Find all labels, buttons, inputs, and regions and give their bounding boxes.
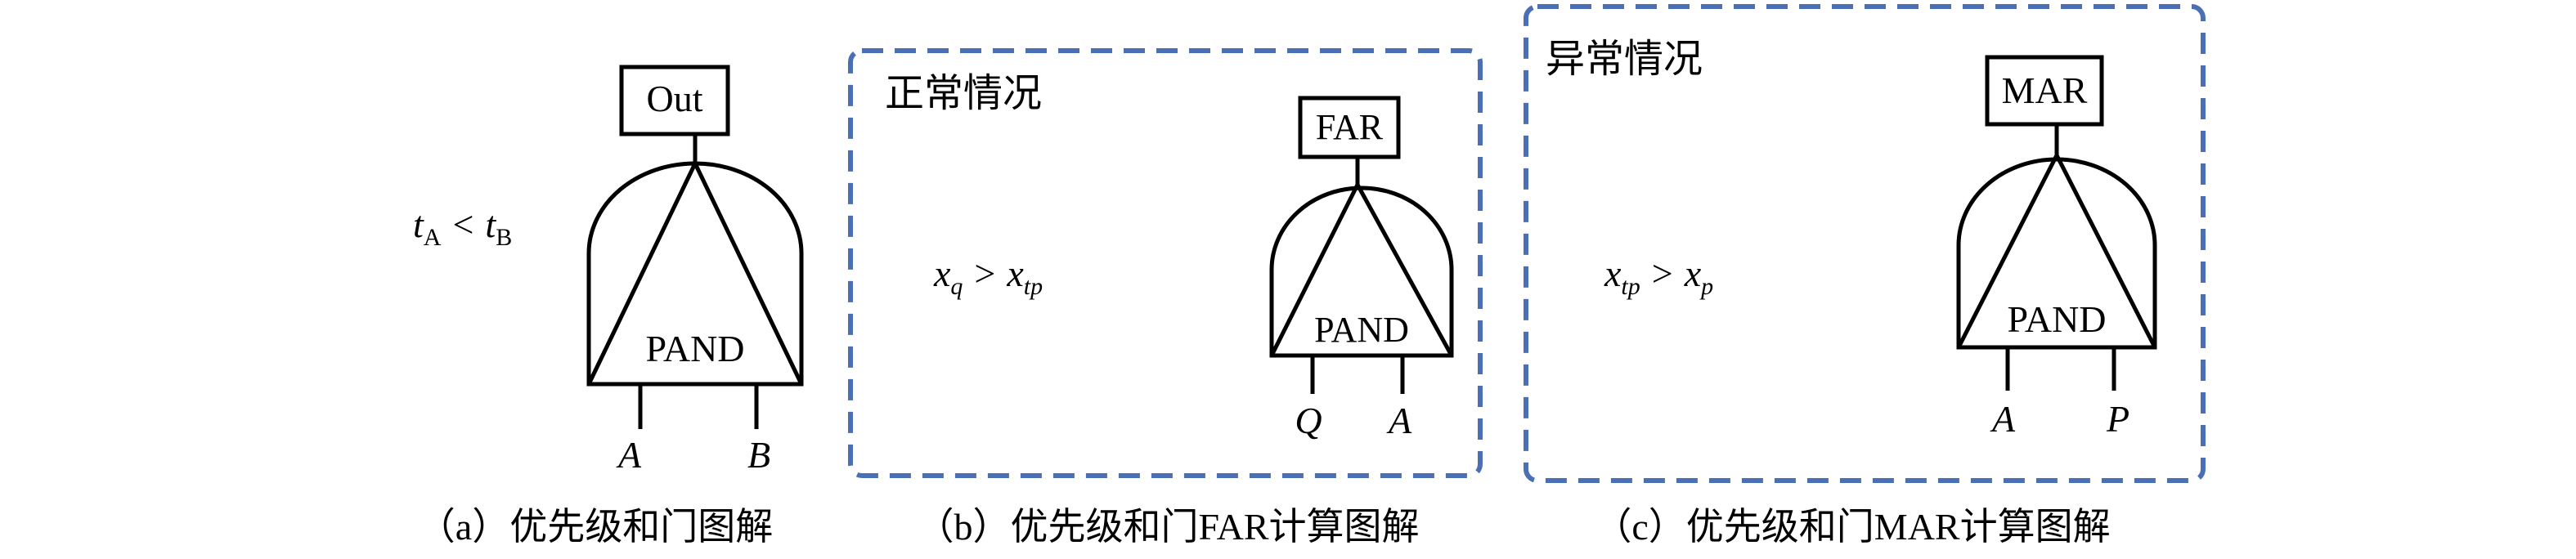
input-label-left: Q	[1295, 400, 1322, 441]
output-box-out	[619, 65, 730, 136]
output-label-far: FAR	[1316, 107, 1384, 147]
pand-gate-triangle	[586, 162, 804, 386]
output-label-out: Out	[647, 78, 703, 119]
panel-a: tA<tB Out PAND A B （a）优先级和门图解	[413, 65, 804, 548]
panel-c-condition: xtp>xp	[1604, 253, 1713, 300]
input-label-right: B	[747, 434, 770, 476]
gate-label-pand: PAND	[645, 328, 744, 369]
pand-gate-body	[586, 161, 804, 387]
output-label-mar: MAR	[2002, 69, 2088, 111]
panel-a-condition: tA<tB	[413, 203, 512, 251]
dashed-box-c	[1524, 4, 2206, 483]
box-title-b: 正常情况	[885, 72, 1042, 115]
output-box-mar	[1985, 55, 2104, 127]
gate-label-pand: PAND	[2007, 298, 2106, 340]
caption-b: （b）优先级和门FAR计算图解	[916, 506, 1419, 548]
box-title-c: 异常情况	[1546, 38, 1703, 81]
caption-a: （a）优先级和门图解	[418, 506, 773, 548]
dashed-box-b	[848, 48, 1483, 478]
input-label-left: A	[1990, 398, 2016, 440]
input-label-right: A	[1386, 400, 1412, 441]
pand-gate-triangle	[1956, 154, 2157, 349]
panel-b-condition: xq>xtp	[933, 253, 1043, 300]
input-label-left: A	[616, 434, 642, 476]
panel-c: 异常情况 xtp>xp MAR PAND A P （c）优先级和门MAR计算图解	[1524, 4, 2206, 548]
caption-c: （c）优先级和门MAR计算图解	[1594, 506, 2110, 548]
pand-gate-triangle	[1269, 183, 1454, 357]
gate-label-pand: PAND	[1314, 310, 1409, 350]
pand-gate-body	[1269, 186, 1454, 358]
panel-b: 正常情况 xq>xtp FAR PAND Q A （b）优先级和门FAR计算图解	[848, 48, 1483, 548]
input-label-right: P	[2106, 398, 2129, 440]
output-box-far	[1298, 96, 1401, 159]
